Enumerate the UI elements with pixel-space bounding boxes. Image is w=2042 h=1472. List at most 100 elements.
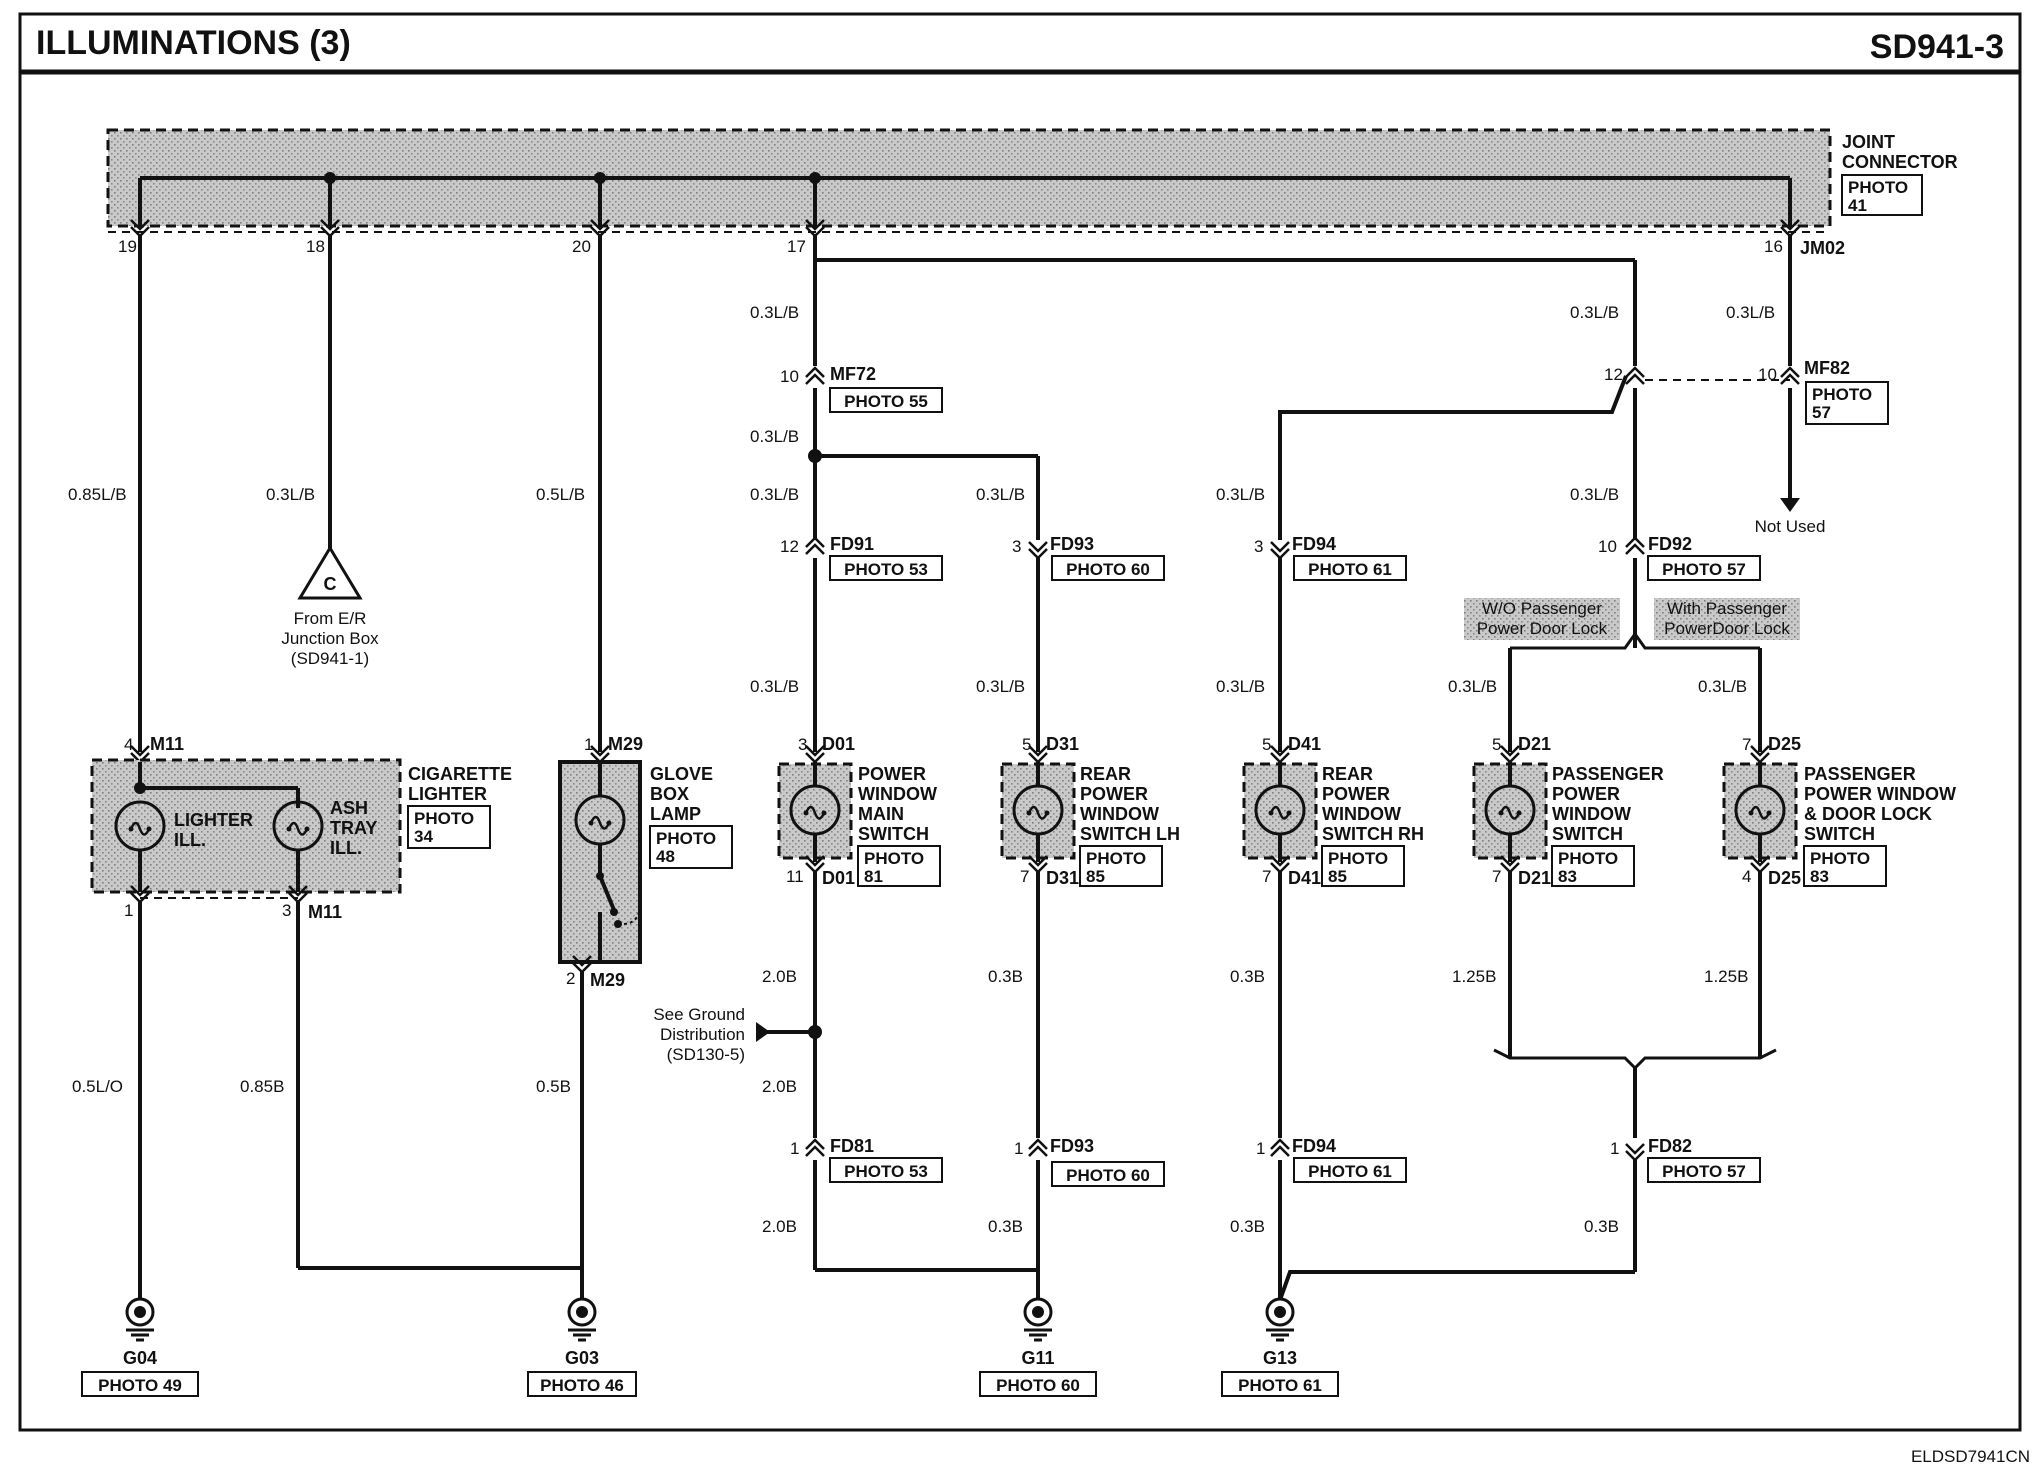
d01-name-2: WINDOW	[858, 784, 937, 804]
d31-pin-7: 7	[1020, 867, 1029, 886]
junction-text-2: Junction Box	[281, 629, 379, 648]
d25-name-3: & DOOR LOCK	[1804, 804, 1932, 824]
fd92-pin: 10	[1598, 537, 1617, 556]
page-title: ILLUMINATIONS (3)	[36, 24, 351, 62]
wire-label: 0.3B	[988, 967, 1023, 986]
d31-photo-1: PHOTO	[1086, 849, 1146, 868]
g03-label: G03	[565, 1348, 599, 1368]
wire-label: 0.3L/B	[1448, 677, 1497, 696]
cigarette-photo-2: 34	[414, 827, 433, 846]
m11-pin-4: 4	[124, 735, 133, 754]
wire-label: 0.5B	[536, 1077, 571, 1096]
mf72-photo: PHOTO 55	[844, 392, 928, 411]
wire-label: 0.3L/B	[1726, 303, 1775, 322]
d25-pin-4: 4	[1742, 867, 1751, 886]
joint-connector-label-1: JOINT	[1842, 132, 1895, 152]
m29-pin-2: 2	[566, 969, 575, 988]
d31-name-3: WINDOW	[1080, 804, 1159, 824]
d01-photo-2: 81	[864, 867, 883, 886]
g11-label: G11	[1021, 1348, 1054, 1368]
ground-dist-1: See Ground	[653, 1005, 745, 1024]
wire-label: 0.3L/B	[1570, 303, 1619, 322]
m11-pin-3: 3	[282, 901, 291, 920]
d41-name-3: WINDOW	[1322, 804, 1401, 824]
wire-label: 0.3L/B	[1698, 677, 1747, 696]
not-used-arrow	[1780, 498, 1800, 512]
joint-photo-2: 41	[1848, 196, 1867, 215]
fd93-pin: 3	[1012, 537, 1021, 556]
d21-top-label: D21	[1518, 734, 1551, 754]
d41-pin-7: 7	[1262, 867, 1271, 886]
wire-label: 0.3L/B	[750, 427, 799, 446]
joint-photo-1: PHOTO	[1848, 178, 1908, 197]
d25-pin-7: 7	[1742, 735, 1751, 754]
mf82-label: MF82	[1804, 358, 1850, 378]
d25-name-4: SWITCH	[1804, 824, 1875, 844]
wire-label: 0.3B	[1584, 1217, 1619, 1236]
wire-label: 0.3B	[988, 1217, 1023, 1236]
wire-label: 1.25B	[1452, 967, 1496, 986]
fd94-photo: PHOTO 61	[1308, 560, 1392, 579]
d25-name-1: PASSENGER	[1804, 764, 1916, 784]
fd91-label: FD91	[830, 534, 874, 554]
junction-text-3: (SD941-1)	[291, 649, 369, 668]
fd92-label: FD92	[1648, 534, 1692, 554]
jm02-pin-20: 20	[572, 237, 591, 256]
d41-top-label: D41	[1288, 734, 1321, 754]
wire-label: 0.3L/B	[750, 303, 799, 322]
w-option-2: PowerDoor Lock	[1664, 619, 1790, 638]
d31-name-1: REAR	[1080, 764, 1131, 784]
wire-label: 0.3L/B	[976, 677, 1025, 696]
d01-photo-1: PHOTO	[864, 849, 924, 868]
wire-label: 0.85L/B	[68, 485, 127, 504]
d41-photo-2: 85	[1328, 867, 1347, 886]
m29-top-label: M29	[608, 734, 643, 754]
g04-photo: PHOTO 49	[98, 1376, 182, 1395]
d01-pin-3: 3	[798, 735, 807, 754]
wire-label: 0.3L/B	[266, 485, 315, 504]
wire-label: 0.85B	[240, 1077, 284, 1096]
glove-box-name-2: BOX	[650, 784, 689, 804]
jm02-pin-17: 17	[787, 237, 806, 256]
jm02-pin-19: 19	[118, 237, 137, 256]
m29-bottom-label: M29	[590, 970, 625, 990]
d25-bottom-label: D25	[1768, 868, 1801, 888]
glove-box-name-3: LAMP	[650, 804, 701, 824]
d01-name-4: SWITCH	[858, 824, 929, 844]
g03-photo: PHOTO 46	[540, 1376, 624, 1395]
d41-name-2: POWER	[1322, 784, 1390, 804]
d21-photo-1: PHOTO	[1558, 849, 1618, 868]
fd94b-pin: 1	[1256, 1139, 1265, 1158]
d01-bottom-label: D01	[822, 868, 855, 888]
d21-name-4: SWITCH	[1552, 824, 1623, 844]
mf82-photo-2: 57	[1812, 403, 1831, 422]
d21-bottom-label: D21	[1518, 868, 1551, 888]
w-option-1: With Passenger	[1667, 599, 1787, 618]
lighter-ill-label-1: LIGHTER	[174, 810, 253, 830]
d41-name-4: SWITCH RH	[1322, 824, 1424, 844]
g13-label: G13	[1263, 1348, 1297, 1368]
fd93b-photo: PHOTO 60	[1066, 1166, 1150, 1185]
fd93b-pin: 1	[1014, 1139, 1023, 1158]
not-used-label: Not Used	[1755, 517, 1826, 536]
split-pin: 12	[1604, 365, 1623, 384]
cigarette-photo-1: PHOTO	[414, 809, 474, 828]
wire-label: 0.5L/O	[72, 1077, 123, 1096]
ash-tray-label-1: ASH	[330, 798, 368, 818]
wire-label: 0.3B	[1230, 967, 1265, 986]
junction-text-1: From E/R	[294, 609, 367, 628]
d01-name-3: MAIN	[858, 804, 904, 824]
m29-pin-1: 1	[584, 735, 593, 754]
mf82-photo-1: PHOTO	[1812, 385, 1872, 404]
ash-tray-label-3: ILL.	[330, 838, 362, 858]
joint-connector-label-2: CONNECTOR	[1842, 152, 1958, 172]
mf82-pin: 10	[1758, 365, 1777, 384]
junction-symbol	[297, 545, 363, 600]
fd94-pin: 3	[1254, 537, 1263, 556]
g11-photo: PHOTO 60	[996, 1376, 1080, 1395]
wire-label: 1.25B	[1704, 967, 1748, 986]
g13-photo: PHOTO 61	[1238, 1376, 1322, 1395]
wire-label: 2.0B	[762, 1217, 797, 1236]
ground-dist-arrow	[756, 1022, 770, 1042]
